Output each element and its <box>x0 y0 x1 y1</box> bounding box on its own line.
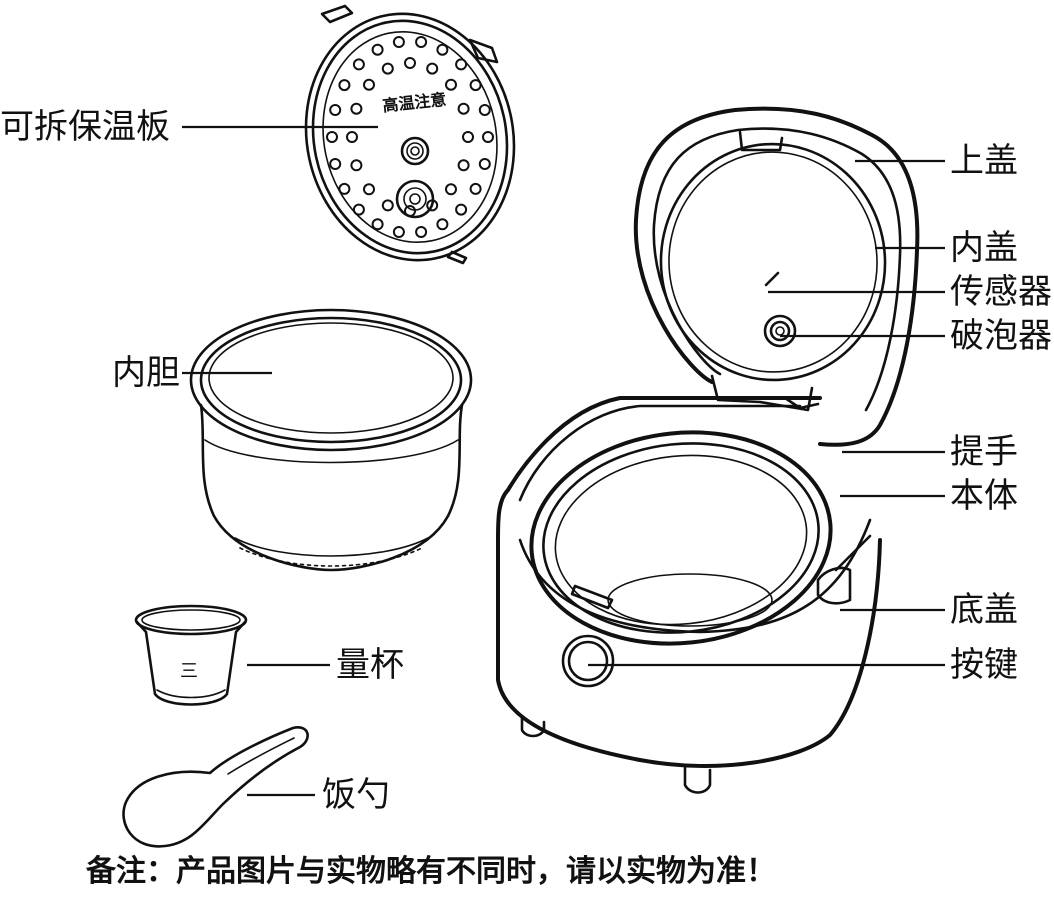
plate-hole <box>457 102 470 115</box>
plate-hole <box>350 102 363 115</box>
plate-hole <box>469 182 482 195</box>
label-inner-pot: 内胆 <box>112 353 180 393</box>
footnote: 备注：产品图片与实物略有不同时，请以实物为准！ <box>86 854 776 889</box>
label-bubble-breaker: 破泡器 <box>950 316 1052 356</box>
plate-hole <box>469 79 482 92</box>
plate-hole <box>352 203 365 216</box>
label-bottom-cover: 底盖 <box>950 590 1018 630</box>
leader-lines <box>182 125 945 797</box>
plate-hole <box>392 226 405 238</box>
plate-hole <box>478 104 491 116</box>
plate-holes <box>326 36 494 238</box>
plate-hole <box>404 57 416 69</box>
plate-hole <box>457 159 470 172</box>
detachable-plate: 高温注意 <box>304 4 516 265</box>
plate-hole <box>482 131 494 143</box>
label-rice-spoon: 饭勺 <box>322 775 390 815</box>
plate-hole <box>415 36 428 48</box>
plate-hole <box>352 58 365 71</box>
plate-hole <box>455 203 468 216</box>
label-detachable-plate: 可拆保温板 <box>0 107 170 147</box>
plate-hole <box>436 43 449 56</box>
plate-hole <box>363 78 375 91</box>
label-top-lid: 上盖 <box>950 141 1018 181</box>
plate-hole <box>371 43 384 56</box>
plate-hole <box>455 58 468 71</box>
plate-hole <box>426 62 439 75</box>
plate-hole <box>329 158 342 170</box>
plate-hole <box>329 104 342 116</box>
plate-hole <box>478 158 491 170</box>
plate-hole <box>445 78 457 91</box>
top-lid <box>633 106 920 447</box>
plate-hole <box>326 131 338 143</box>
cooker-body <box>496 396 882 794</box>
plate-hole <box>462 131 474 143</box>
plate-hole <box>363 183 375 196</box>
plate-hole <box>381 62 394 75</box>
plate-hole <box>346 131 358 143</box>
plate-hole <box>415 226 428 238</box>
inner-pot <box>189 308 473 572</box>
plate-hole <box>381 199 394 212</box>
label-body: 本体 <box>950 476 1018 516</box>
plate-hole <box>392 36 405 48</box>
rice-spoon <box>122 726 309 848</box>
label-button: 按键 <box>950 645 1018 685</box>
plate-hole <box>371 218 384 231</box>
plate-hole <box>350 159 363 172</box>
label-inner-lid: 内盖 <box>950 228 1018 268</box>
plate-hole <box>338 182 351 195</box>
plate-warning-text: 高温注意 <box>382 90 448 116</box>
label-sensor: 传感器 <box>950 272 1052 312</box>
plate-hole <box>445 183 457 196</box>
label-measuring-cup: 量杯 <box>336 645 404 685</box>
measuring-cup: 三 <box>134 604 248 706</box>
cup-mark: 三 <box>180 661 198 682</box>
label-handle: 提手 <box>950 432 1018 472</box>
plate-hole <box>338 79 351 92</box>
plate-hole <box>436 218 449 231</box>
